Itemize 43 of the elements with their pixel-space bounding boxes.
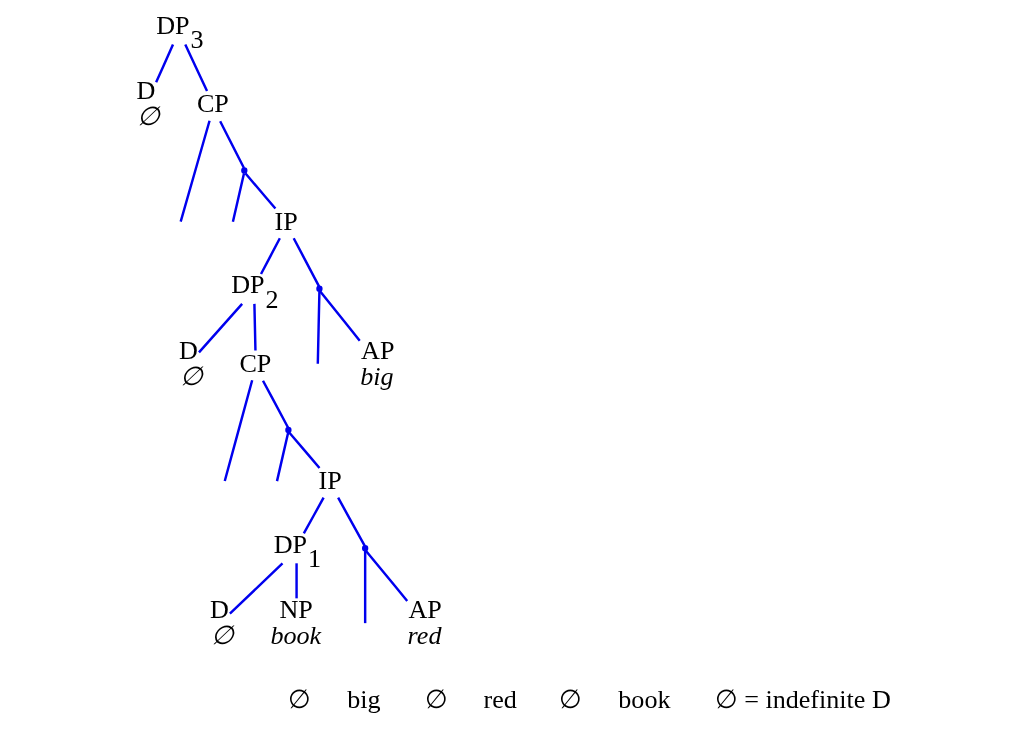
connector bbox=[261, 380, 290, 429]
connector bbox=[295, 563, 298, 599]
node-text: CP bbox=[239, 348, 272, 378]
connector bbox=[259, 237, 281, 275]
connector bbox=[231, 173, 246, 222]
node-text: AP red bbox=[407, 595, 442, 651]
label: book bbox=[618, 684, 671, 714]
connector bbox=[198, 303, 244, 354]
connector bbox=[179, 120, 211, 222]
connector bbox=[244, 172, 277, 210]
connector bbox=[337, 497, 366, 547]
node-junction bbox=[316, 285, 323, 292]
connector bbox=[229, 562, 284, 615]
node-text: D ∅ bbox=[178, 335, 203, 391]
node-text: AP big bbox=[360, 335, 395, 391]
connector bbox=[253, 303, 257, 351]
connector bbox=[302, 497, 325, 535]
node-text: CP bbox=[196, 89, 229, 119]
connector bbox=[363, 550, 367, 624]
label: ∅ bbox=[558, 684, 582, 714]
node-junction bbox=[241, 167, 248, 174]
label: ∅ = indefinite D bbox=[714, 684, 891, 714]
label: big bbox=[347, 684, 381, 714]
connector bbox=[184, 43, 209, 92]
connector bbox=[288, 431, 321, 469]
node-text: D ∅ bbox=[210, 595, 234, 651]
label: ∅ bbox=[287, 684, 311, 714]
node-text: IP bbox=[274, 206, 298, 236]
node-text: D ∅ bbox=[136, 76, 161, 132]
node-text: IP bbox=[318, 466, 342, 496]
connector bbox=[316, 291, 321, 364]
node-junction bbox=[362, 545, 369, 552]
connector bbox=[219, 120, 246, 169]
node-junction bbox=[285, 426, 292, 434]
connector bbox=[292, 237, 321, 287]
connector bbox=[275, 432, 290, 482]
connector bbox=[155, 43, 175, 83]
connector bbox=[364, 549, 409, 602]
label: red bbox=[483, 684, 517, 714]
connector bbox=[223, 379, 254, 482]
connector bbox=[319, 290, 361, 342]
node-text: NP book bbox=[270, 595, 322, 651]
label: ∅ bbox=[424, 684, 448, 714]
